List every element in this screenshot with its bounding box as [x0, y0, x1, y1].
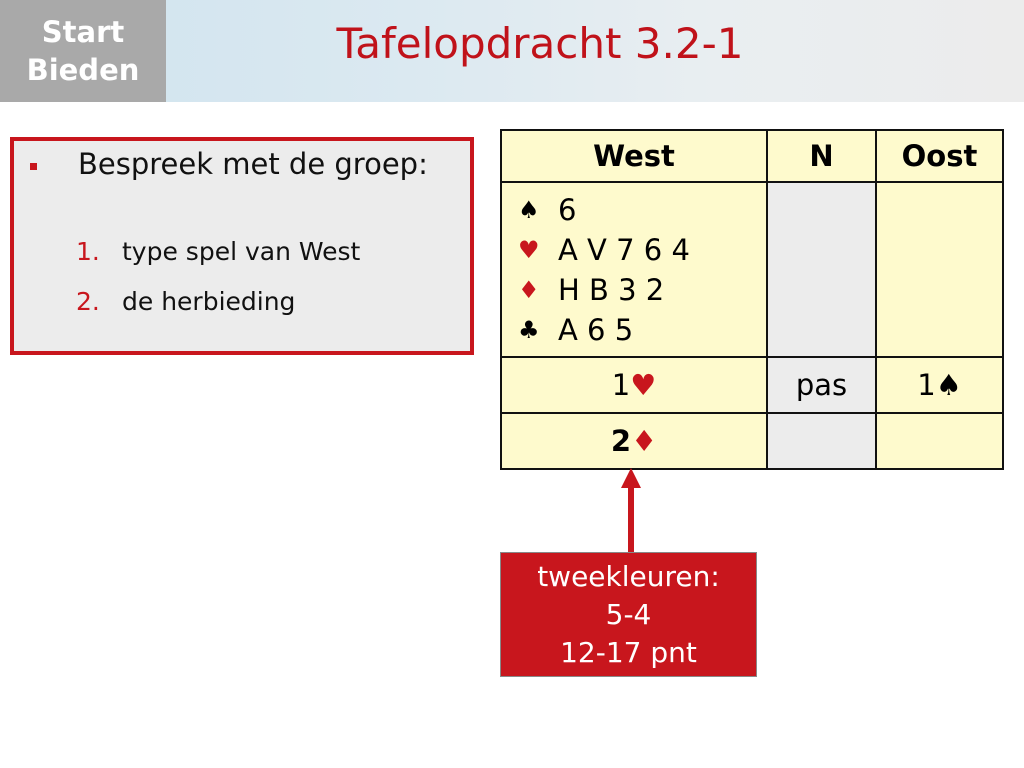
logo-line-1: Start — [41, 15, 125, 49]
sub-item-text: type spel van West — [122, 237, 361, 266]
hand-line-hearts: ♥ A V 7 6 4 — [502, 230, 766, 270]
north-bid-1: pas — [766, 356, 877, 414]
callout-line-2: 5-4 — [605, 597, 652, 631]
diamond-cards: H B 3 2 — [558, 272, 665, 307]
hand-line-diamonds: ♦ H B 3 2 — [502, 270, 766, 310]
spade-icon: ♠ — [518, 195, 540, 224]
bid-row-1: 1♥ pas 1♠ — [500, 356, 1004, 414]
sub-item-text: de herbieding — [122, 287, 296, 316]
table-header-row: West N Oost — [500, 129, 1004, 183]
north-bid-2 — [766, 412, 877, 470]
oost-hand-cell — [875, 181, 1004, 358]
hand-row: ♠ 6 ♥ A V 7 6 4 ♦ H B 3 2 ♣ A 6 5 — [500, 181, 1004, 358]
west-bid-1: 1♥ — [500, 356, 768, 414]
header-west: West — [500, 129, 768, 183]
slide-title: Tafelopdracht 3.2-1 — [336, 19, 744, 68]
heart-cards: A V 7 6 4 — [558, 232, 690, 267]
sub-item-number: 1. — [76, 237, 100, 266]
bid-level: 2 — [610, 424, 632, 458]
bullet-text: Bespreek met de groep: — [78, 147, 428, 181]
heart-icon: ♥ — [518, 235, 540, 264]
sub-item-2: 2. de herbieding — [76, 287, 295, 316]
hand-line-clubs: ♣ A 6 5 — [502, 310, 766, 350]
hand-line-spades: ♠ 6 — [502, 190, 766, 230]
task-box: Bespreek met de groep: 1. type spel van W… — [10, 137, 474, 355]
heart-icon: ♥ — [630, 368, 657, 402]
start-bieden-logo: Start Bieden — [0, 0, 166, 102]
bid-level: 1 — [611, 368, 631, 402]
oost-bid-2 — [875, 412, 1004, 470]
sub-item-number: 2. — [76, 287, 100, 316]
bid-row-2: 2♦ — [500, 412, 1004, 470]
diamond-icon: ♦ — [518, 275, 540, 304]
north-hand-cell — [766, 181, 877, 358]
callout-line-1: tweekleuren: — [537, 559, 720, 593]
arrow-up-icon — [621, 468, 641, 488]
header-bar: Start Bieden Tafelopdracht 3.2-1 — [0, 0, 1024, 102]
diamond-icon: ♦ — [631, 424, 658, 458]
square-bullet-icon — [30, 163, 37, 170]
club-cards: A 6 5 — [558, 312, 634, 347]
sub-item-1: 1. type spel van West — [76, 237, 360, 266]
bid-level: 1 — [917, 368, 936, 402]
west-bid-2: 2♦ — [500, 412, 768, 470]
oost-bid-1: 1♠ — [875, 356, 1004, 414]
explanation-callout: tweekleuren: 5-4 12-17 pnt — [500, 552, 757, 677]
spade-cards: 6 — [558, 192, 577, 227]
callout-line-3: 12-17 pnt — [560, 635, 697, 669]
header-north: N — [766, 129, 877, 183]
club-icon: ♣ — [518, 315, 540, 344]
bidding-table: West N Oost ♠ 6 ♥ A V 7 6 4 ♦ H B 3 2 ♣ … — [500, 129, 1004, 470]
logo-line-2: Bieden — [26, 53, 140, 87]
arrow-shaft — [628, 486, 634, 552]
west-hand: ♠ 6 ♥ A V 7 6 4 ♦ H B 3 2 ♣ A 6 5 — [500, 181, 768, 358]
header-oost: Oost — [875, 129, 1004, 183]
spade-icon: ♠ — [935, 368, 962, 402]
